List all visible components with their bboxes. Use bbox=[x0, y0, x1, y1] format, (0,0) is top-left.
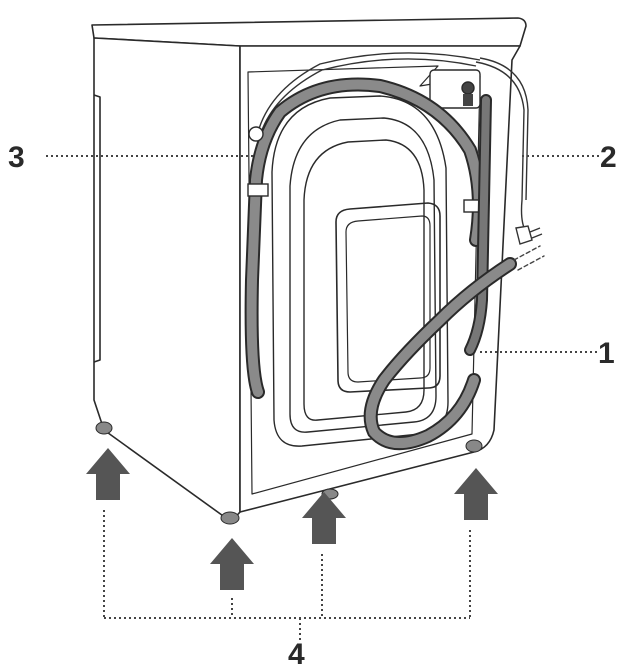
power-plug bbox=[515, 225, 533, 245]
washing-machine bbox=[91, 17, 527, 520]
callout-3: 3 bbox=[8, 141, 25, 174]
power-cord bbox=[257, 52, 543, 245]
cable-connector bbox=[429, 69, 481, 109]
arrow-up-2 bbox=[210, 538, 254, 590]
callout-1: 1 bbox=[598, 337, 615, 370]
transit-bolt-arrows bbox=[86, 448, 498, 590]
arrow-up-1 bbox=[86, 448, 130, 500]
arrow-up-4 bbox=[454, 468, 498, 520]
foot-front-left bbox=[220, 511, 240, 525]
callout-2: 2 bbox=[600, 141, 617, 174]
door-window bbox=[335, 202, 441, 393]
drain-hose bbox=[363, 94, 545, 450]
machine-left-side bbox=[93, 37, 241, 520]
machine-side-notch bbox=[93, 94, 101, 363]
machine-feet bbox=[95, 421, 483, 525]
inlet-hose bbox=[244, 77, 486, 399]
foot-front-right bbox=[465, 439, 483, 453]
callout-4: 4 bbox=[288, 638, 305, 667]
leader-lines bbox=[46, 155, 600, 640]
hose-clip-left bbox=[247, 183, 269, 197]
foot-back-left bbox=[95, 421, 113, 435]
arrow-up-3 bbox=[302, 492, 346, 544]
drum-recess bbox=[271, 95, 449, 447]
